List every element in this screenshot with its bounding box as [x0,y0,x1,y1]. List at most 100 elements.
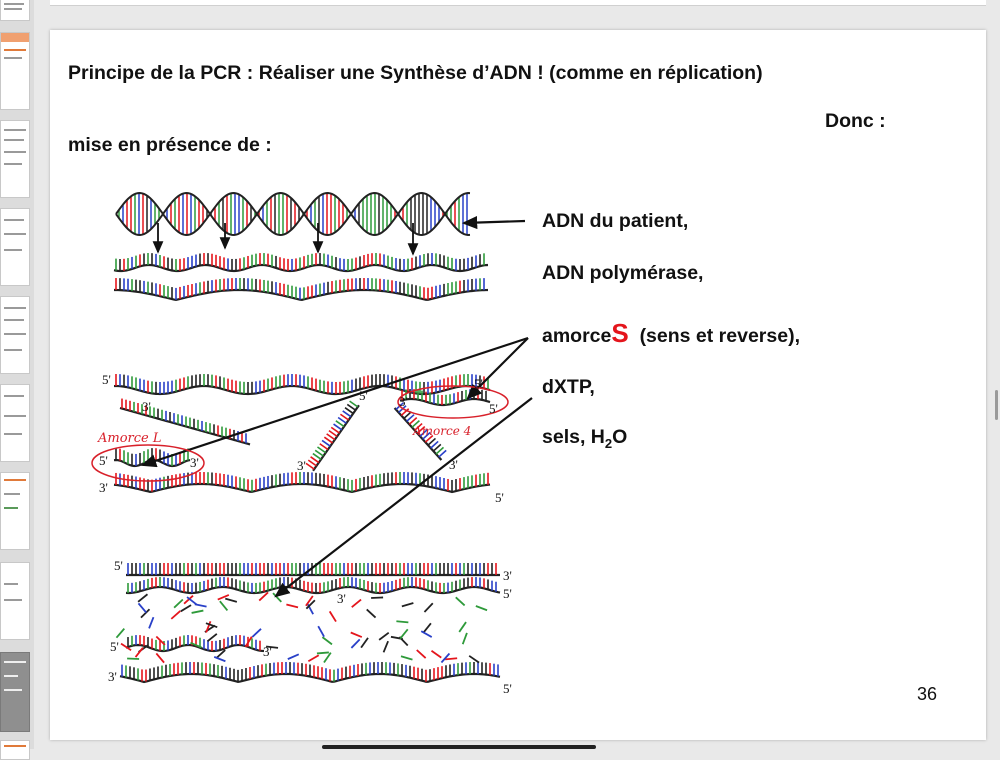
end-label: 3' [337,591,346,606]
slide-thumbnail[interactable] [0,296,30,374]
dxtp-nucleotide [287,653,300,660]
horizontal-scrollbar[interactable] [322,745,596,749]
end-label: 5' [503,586,512,601]
end-label: 5' [99,453,108,468]
donc-label: Donc : [825,110,886,132]
item-polymerase: ADN polymérase, [542,262,704,284]
end-label: 5' [359,388,368,403]
new-bottom-primer-backbone [125,643,265,653]
dxtp-nucleotide [400,655,413,661]
dxtp-nucleotide [148,616,155,629]
slide-thumbnail[interactable] [0,562,30,640]
arrow-dxtp [274,397,533,598]
slide-thumbnail[interactable] [0,384,30,462]
free-strand-1 [305,400,360,472]
dxtp-nucleotide [120,642,132,651]
template-top-tail-bases [121,398,247,444]
dxtp-nucleotide [244,636,253,648]
end-label: 3' [263,644,272,659]
slide-thumbnail[interactable] [0,472,30,550]
item-amorces: amorceS (sens et reverse), [542,318,800,349]
dxtp-nucleotide [328,610,337,623]
dxtp-nucleotide [461,632,468,645]
new-top-complement-backbone [125,585,501,595]
amorce-s: S [611,318,629,348]
annotation-amorce-l: Amorce L [97,431,162,446]
dxtp-nucleotide [180,604,192,613]
end-label: 3' [190,455,199,470]
pointer-arrows [140,215,533,598]
annotation-amorce-4: Amorce 4 [412,424,471,438]
amorce-text: amorce [542,325,612,347]
dxtp-nucleotide [420,630,433,638]
dxtp-nucleotide [173,598,184,609]
end-label: 5' [489,401,498,416]
slide-thumbnail[interactable] [0,740,30,760]
dxtp-nucleotide [251,628,262,638]
end-label: 3' [108,669,117,684]
template-bottom-bases [115,472,489,492]
dxtp-nucleotide [205,620,212,633]
denatured-bottom-bases [115,278,485,300]
mise-label: mise en présence de : [68,134,272,156]
page-number: 36 [917,684,938,704]
item-adn-patient: ADN du patient, [542,210,689,232]
dxtp-nucleotide [440,652,451,664]
end-label: 3' [142,399,151,414]
helix-strand [115,192,471,236]
slide-thumbnail[interactable] [0,120,30,198]
primer-right-backbone [399,397,491,407]
previous-slide-edge [50,0,986,6]
dxtp-nucleotide [213,656,226,663]
dxtp-nucleotide [430,649,442,659]
end-label: 3' [399,394,408,409]
slide-thumbnail-current[interactable] [0,652,30,732]
dxtp-nucleotide [350,638,361,649]
dxtp-nucleotide [399,628,409,640]
vertical-scrollbar[interactable] [995,390,998,420]
dxtp-nucleotide [360,637,369,649]
dxtp-nucleotide [323,652,332,664]
dxtp-nucleotide [305,595,314,607]
dxtp-nucleotide [206,633,218,643]
end-label: 5' [114,558,123,573]
end-label: 3' [503,568,512,583]
dxtp-nucleotide [321,636,333,646]
amorce-left-circle [91,444,205,482]
dxtp-nucleotide [140,608,151,619]
slide-thumbnail[interactable] [0,208,30,286]
slide-thumbnail[interactable] [0,32,30,110]
dxtp-nucleotide [455,596,466,607]
dxtp-nucleotide [366,608,377,619]
dxtp-nucleotide [191,609,204,614]
dxtp-nucleotide [194,603,207,608]
dxtp-nucleotide [134,647,144,658]
dxtp-nucleotide [422,622,432,634]
dxtp-nucleotide [225,597,238,603]
dxtp-nucleotide [307,654,320,663]
new-top-complement-bases [127,577,497,593]
dxtp-nucleotide [258,591,269,602]
dxtp-nucleotide [115,628,125,639]
dxtp-nucleotide [286,603,299,609]
end-label: 3' [449,457,458,472]
dxtp-nucleotide [468,655,480,664]
dxtp-nucleotide [305,599,316,610]
end-label: 5' [110,639,119,654]
dxtp-nucleotide [475,605,488,612]
denatured-top-backbone [113,263,489,273]
helix-strand [115,192,471,236]
slide-title: Principe de la PCR : Réaliser une Synthè… [68,62,763,84]
dxtp-nucleotide [183,594,194,605]
dxtp-nucleotide [416,649,427,659]
strand-end-labels: 5' 3' 5' 3' 3' 5' 3' 5' 5' 3' 3' 5' 5' 3… [99,372,512,696]
arrow-adn [461,215,526,230]
dxtp-nucleotide [205,622,218,629]
new-bottom-backbone [119,672,501,684]
dxtp-nucleotide [190,641,202,649]
new-bottom-primer-bases [127,635,261,651]
new-top-bases [127,563,497,575]
dxtp-nucleotide [317,625,325,638]
slide-thumbnail[interactable] [0,0,30,21]
dxtp-nucleotide [401,602,414,608]
